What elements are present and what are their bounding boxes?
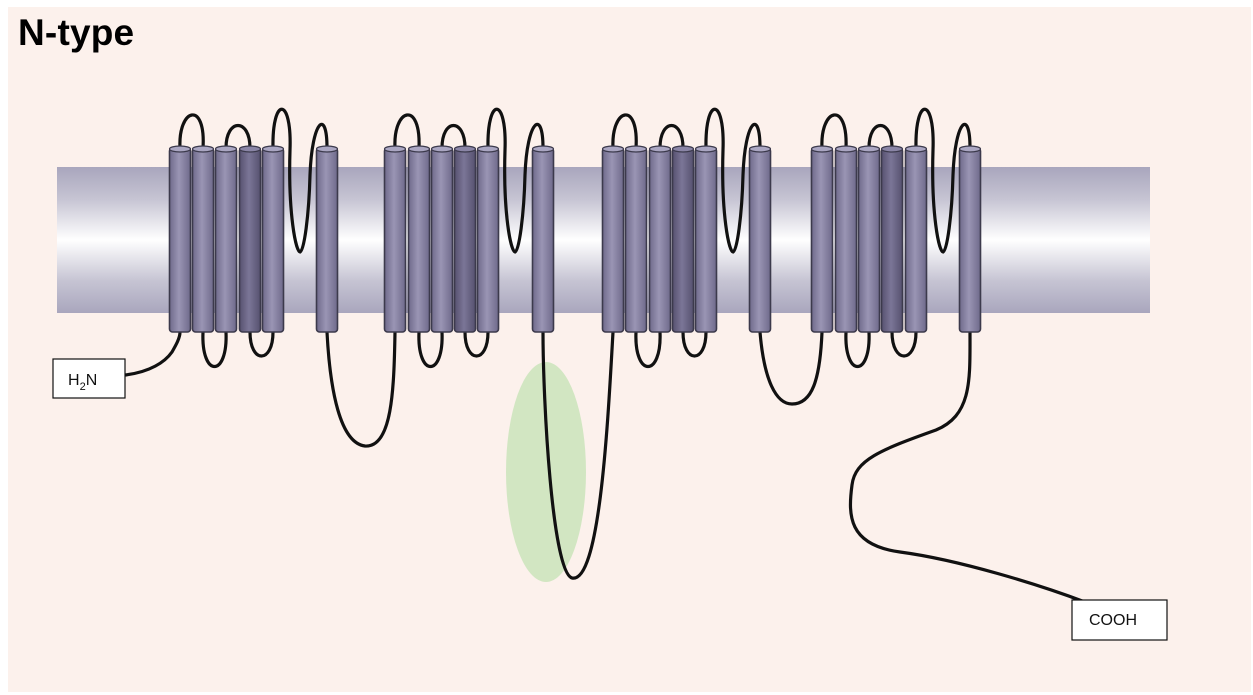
c-terminus-label-box: COOH	[1072, 600, 1167, 640]
helix-d1-s1	[170, 146, 191, 332]
helix-d1-s2	[193, 146, 214, 332]
helix-d3-s6	[750, 146, 771, 332]
chain-segment-25	[850, 332, 1085, 602]
chain-segment-23	[892, 332, 916, 356]
helix-d3-s2	[626, 146, 647, 332]
helix-d1-s6	[317, 146, 338, 332]
n-terminus-n: N	[86, 372, 98, 389]
chain-segment-20	[822, 115, 846, 148]
helix-d4-s1	[812, 146, 833, 332]
chain-segment-22	[869, 126, 892, 149]
chain-segment-5	[250, 332, 273, 356]
diagram-title: N-type	[18, 12, 134, 54]
helix-d2-s4	[455, 146, 476, 332]
helix-d1-s3	[216, 146, 237, 332]
chain-segment-2	[180, 115, 203, 148]
helix-d2-s3	[432, 146, 453, 332]
chain-segment-4	[226, 126, 250, 149]
helix-d4-s5	[906, 146, 927, 332]
helix-d1-s5	[263, 146, 284, 332]
chain-segment-3	[203, 332, 226, 367]
chain-segment-9	[419, 332, 442, 367]
helix-d3-s3	[650, 146, 671, 332]
chain-segment-8	[395, 115, 419, 148]
helix-d3-s1	[603, 146, 624, 332]
helix-d1-s4	[240, 146, 261, 332]
helix-d4-s4	[882, 146, 903, 332]
chain-segment-11	[465, 332, 488, 356]
helix-d4-s2	[836, 146, 857, 332]
chain-segment-17	[683, 332, 706, 356]
helix-d3-s4	[673, 146, 694, 332]
helix-d4-s6	[960, 146, 981, 332]
chain-segment-10	[442, 126, 465, 149]
highlighted-linker-region	[506, 362, 586, 582]
helix-d2-s1	[385, 146, 406, 332]
c-terminus-label: COOH	[1089, 612, 1137, 629]
chain-segment-21	[846, 332, 869, 367]
chain-segment-16	[660, 126, 683, 149]
helix-d2-s2	[409, 146, 430, 332]
helix-d4-s3	[859, 146, 880, 332]
helix-d3-s5	[696, 146, 717, 332]
helix-d2-s6	[533, 146, 554, 332]
chain-segment-19	[760, 332, 822, 404]
chain-segment-7	[327, 332, 395, 446]
helix-d2-s5	[478, 146, 499, 332]
chain-segment-14	[613, 115, 636, 148]
chain-segment-1	[125, 332, 180, 375]
n-terminus-label-box: H2N	[53, 359, 125, 398]
n-terminus-h: H	[68, 372, 80, 389]
chain-segment-15	[636, 332, 660, 367]
